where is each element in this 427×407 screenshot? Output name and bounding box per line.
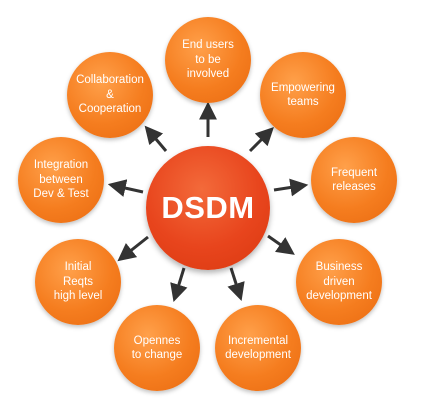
node-collaboration-cooperation: Collaboration & Cooperation <box>67 52 153 138</box>
node-empowering-teams: Empowering teams <box>260 52 346 138</box>
arrow-to-collaboration <box>144 125 168 152</box>
node-integration-dev-test: Integration between Dev & Test <box>18 137 104 223</box>
node-label: Incremental development <box>225 334 291 361</box>
center-label: DSDM <box>161 190 255 225</box>
node-business-driven-development: Business driven development <box>296 239 382 325</box>
arrow-to-initial-reqts <box>117 235 149 262</box>
node-end-users-involved: End users to be involved <box>165 17 251 103</box>
node-frequent-releases: Frequent releases <box>311 137 397 223</box>
node-opennes-to-change: Opennes to change <box>114 305 200 391</box>
node-label: Initial Reqts high level <box>53 261 103 303</box>
arrow-to-empowering-teams <box>248 127 274 153</box>
arrow-to-incremental <box>227 267 245 302</box>
node-initial-reqts-high-level: Initial Reqts high level <box>35 239 121 325</box>
node-label: Opennes to change <box>131 334 183 361</box>
arrow-to-integration <box>107 179 144 197</box>
node-label: Integration between Dev & Test <box>33 159 89 201</box>
node-label: Empowering teams <box>271 81 335 108</box>
arrow-to-business-driven <box>267 234 295 255</box>
node-label: Business driven development <box>306 261 372 303</box>
node-incremental-development: Incremental development <box>215 305 301 391</box>
node-label: End users to be involved <box>182 39 234 81</box>
node-label: Frequent releases <box>330 166 378 193</box>
arrow-to-opennes <box>170 267 188 303</box>
dsdm-center-node: DSDM <box>146 146 270 270</box>
arrow-to-frequent-releases <box>273 178 309 197</box>
node-label: Collaboration & Cooperation <box>76 74 144 116</box>
